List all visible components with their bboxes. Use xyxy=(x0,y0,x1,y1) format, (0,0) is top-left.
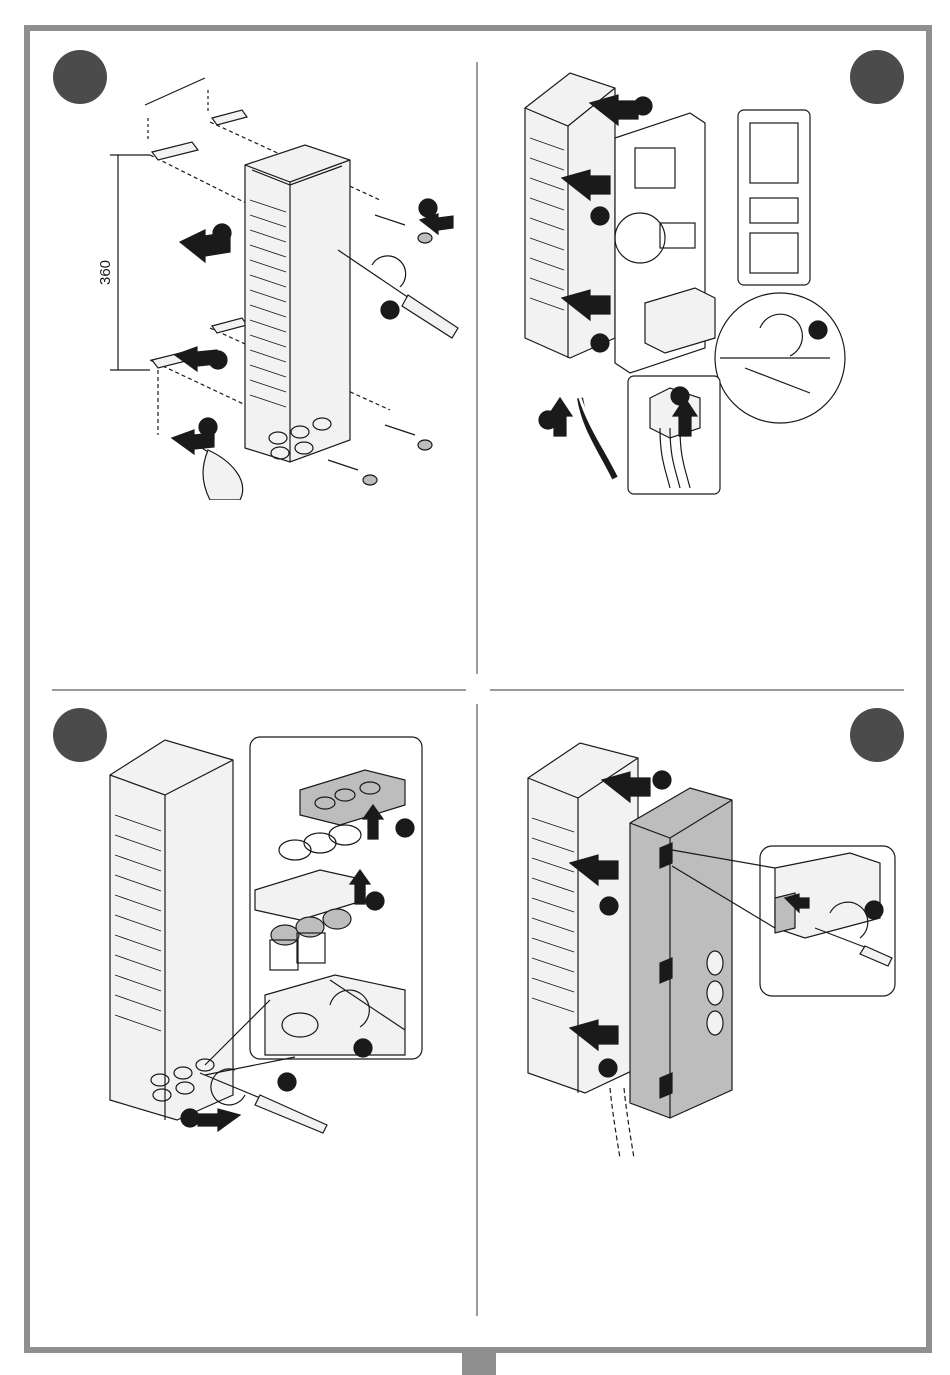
box-wall-mounting-illustration: 360 xyxy=(90,70,480,500)
cover-fixing-illustration xyxy=(520,738,900,1158)
vertical-divider-bottom xyxy=(476,704,478,1316)
horizontal-divider-left xyxy=(52,689,466,691)
dimension-label: 360 xyxy=(97,260,114,285)
step-circle-icon xyxy=(53,708,107,762)
cable-gland-fitting-illustration xyxy=(105,735,435,1135)
board-and-wiring-illustration xyxy=(520,68,860,498)
horizontal-divider-right xyxy=(490,689,904,691)
page-number-tab xyxy=(462,1349,496,1375)
